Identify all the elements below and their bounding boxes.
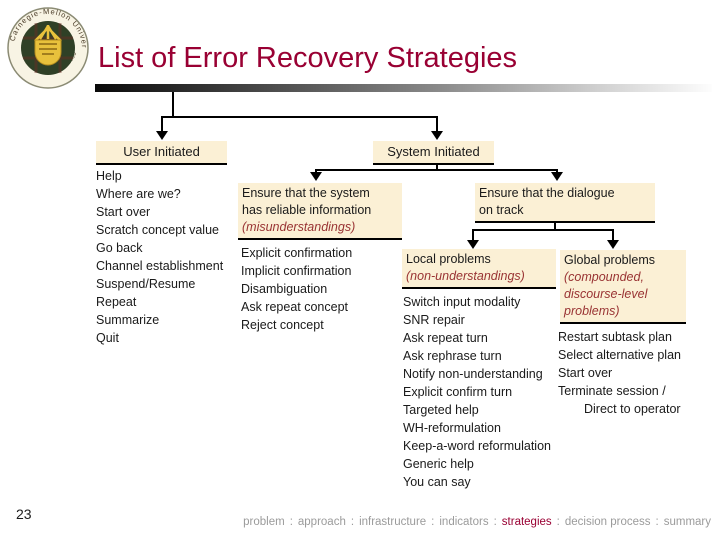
node-system-initiated-label: System Initiated bbox=[387, 144, 480, 159]
user-strategy-item: Help bbox=[96, 169, 122, 183]
local-strategy-item: Notify non-understanding bbox=[403, 367, 543, 381]
nav-separator: : bbox=[431, 516, 435, 528]
footer-nav-item[interactable]: approach bbox=[297, 516, 346, 528]
nav-separator: : bbox=[289, 516, 293, 528]
dialogue-heading: Ensure that the dialogue on track bbox=[479, 186, 615, 217]
local-strategy-item: Keep-a-word reformulation bbox=[403, 439, 551, 453]
arrow-to-user-initiated bbox=[156, 131, 168, 140]
page-number: 23 bbox=[16, 506, 32, 522]
misunderstandings-heading: Ensure that the system has reliable info… bbox=[242, 186, 372, 217]
global-strategy-item: Terminate session / bbox=[558, 384, 666, 398]
node-user-initiated: User Initiated bbox=[96, 141, 227, 165]
user-strategy-item: Start over bbox=[96, 205, 151, 219]
slide-title: List of Error Recovery Strategies bbox=[98, 42, 518, 74]
node-global-problems: Global problems (compounded, discourse-l… bbox=[560, 250, 686, 324]
user-strategy-item: Quit bbox=[96, 331, 119, 345]
misunderstanding-strategy-item: Reject concept bbox=[241, 318, 324, 332]
misunderstanding-strategy-item: Implicit confirmation bbox=[241, 264, 352, 278]
user-strategy-item: Where are we? bbox=[96, 187, 181, 201]
node-dialogue-on-track: Ensure that the dialogue on track bbox=[475, 183, 655, 223]
nav-separator: : bbox=[493, 516, 497, 528]
nav-separator: : bbox=[655, 516, 659, 528]
user-strategy-item: Suspend/Resume bbox=[96, 277, 196, 291]
global-problems-category-label: (compounded, discourse-level problems) bbox=[564, 270, 648, 318]
title-divider-bar bbox=[95, 84, 712, 92]
arrow-to-local-problems bbox=[467, 240, 479, 249]
footer-nav-item[interactable]: problem bbox=[243, 516, 285, 528]
local-strategy-item: Ask repeat turn bbox=[403, 331, 488, 345]
arrow-to-misunderstandings bbox=[310, 172, 322, 181]
global-strategy-item: Select alternative plan bbox=[558, 348, 681, 362]
misunderstanding-strategy-item: Ask repeat concept bbox=[241, 300, 349, 314]
local-strategy-item: Explicit confirm turn bbox=[403, 385, 513, 399]
cmu-seal-logo: Carnegie-Mellon University PENNSYLVANIA … bbox=[5, 5, 89, 89]
misunderstanding-strategy-item: Explicit confirmation bbox=[241, 246, 353, 260]
local-strategy-item: You can say bbox=[403, 475, 471, 489]
arrow-to-global-problems bbox=[607, 240, 619, 249]
local-problems-category-label: (non-understandings) bbox=[406, 269, 525, 283]
node-local-problems: Local problems (non-understandings) bbox=[402, 249, 556, 289]
misunderstanding-strategy-item: Disambiguation bbox=[241, 282, 328, 296]
user-strategy-item: Channel establishment bbox=[96, 259, 224, 273]
footer-nav: problem: approach: infrastructure: indicato… bbox=[243, 516, 711, 528]
arrow-to-system-initiated bbox=[431, 131, 443, 140]
global-problems-heading: Global problems bbox=[564, 253, 656, 267]
user-strategy-item: Scratch concept value bbox=[96, 223, 219, 237]
seal-shield-detail bbox=[39, 43, 57, 55]
node-user-initiated-label: User Initiated bbox=[123, 144, 200, 159]
local-strategy-item: WH-reformulation bbox=[403, 421, 501, 435]
local-strategy-item: Switch input modality bbox=[403, 295, 521, 309]
nav-separator: : bbox=[350, 516, 355, 528]
footer-nav-item[interactable]: decision process bbox=[564, 516, 651, 528]
misunderstandings-category-label: (misunderstandings) bbox=[242, 220, 356, 234]
global-strategy-item: Start over bbox=[558, 366, 613, 380]
seal-shield-icon bbox=[34, 39, 62, 66]
nav-separator: : bbox=[556, 516, 560, 528]
local-strategy-item: SNR repair bbox=[403, 313, 465, 327]
footer-nav-item[interactable]: indicators bbox=[439, 516, 489, 528]
node-system-initiated: System Initiated bbox=[373, 141, 494, 165]
seal-fan-icon bbox=[34, 25, 62, 42]
arrow-to-dialogue bbox=[551, 172, 563, 181]
node-misunderstandings: Ensure that the system has reliable info… bbox=[238, 183, 402, 240]
local-strategy-item: Ask rephrase turn bbox=[403, 349, 502, 363]
local-strategy-item: Generic help bbox=[403, 457, 474, 471]
user-strategy-item: Summarize bbox=[96, 313, 160, 327]
user-strategy-item: Go back bbox=[96, 241, 143, 255]
footer-nav-item[interactable]: summary bbox=[663, 516, 711, 528]
local-problems-heading: Local problems bbox=[406, 252, 491, 266]
user-strategy-item: Repeat bbox=[96, 295, 137, 309]
global-strategy-item: Restart subtask plan bbox=[558, 330, 672, 344]
global-strategy-item: Direct to operator bbox=[584, 402, 681, 416]
local-strategy-item: Targeted help bbox=[403, 403, 479, 417]
footer-nav-item[interactable]: infrastructure bbox=[359, 516, 427, 528]
footer-nav-item[interactable]: strategies bbox=[501, 516, 552, 528]
